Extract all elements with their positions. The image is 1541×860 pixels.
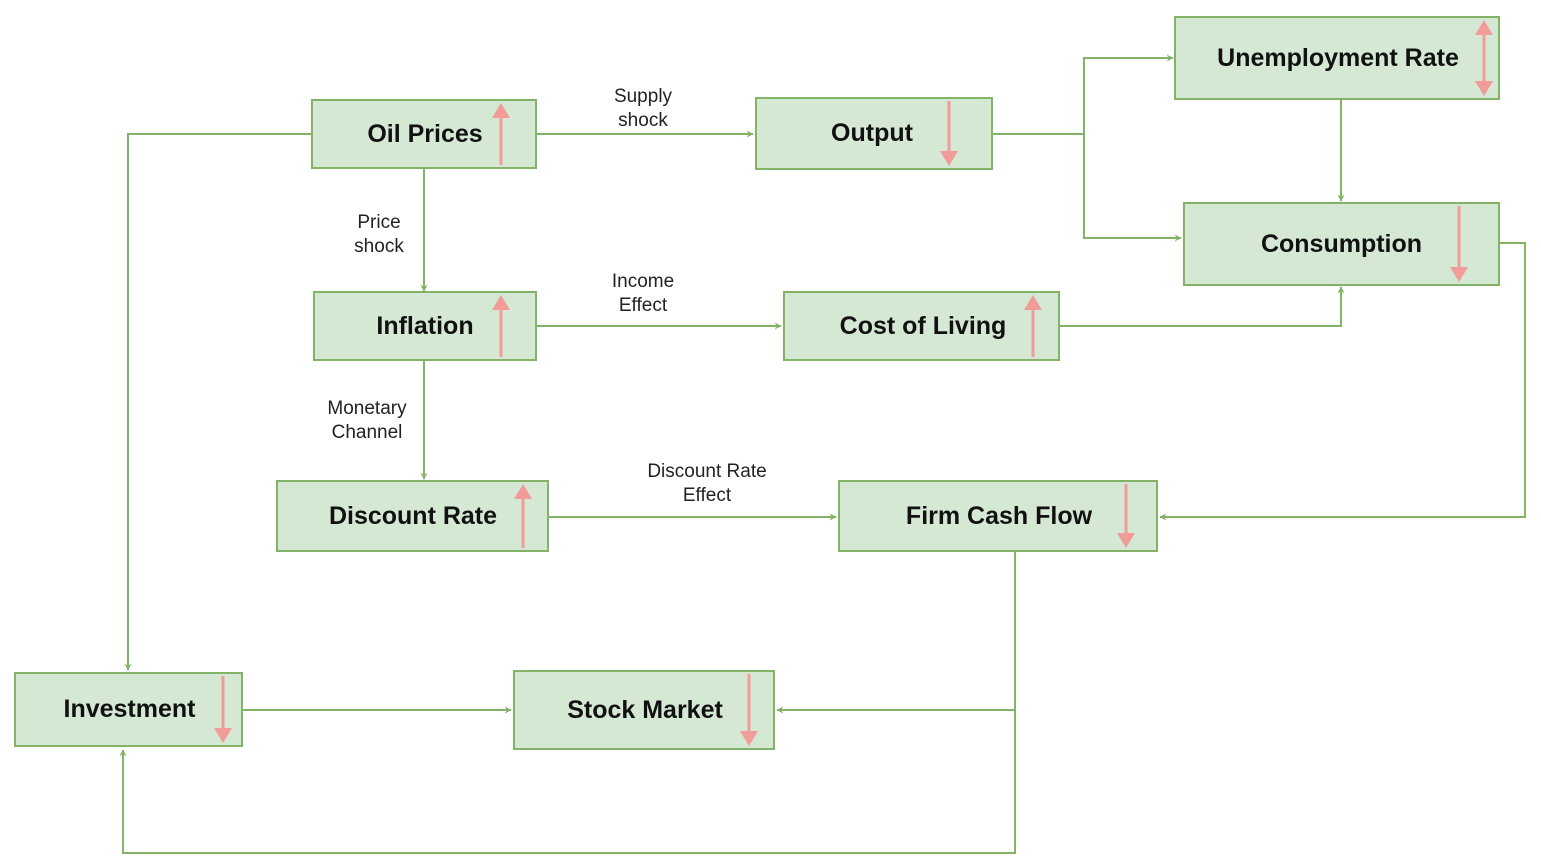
edge-firm-cash-flow-to-stock-market	[776, 552, 1016, 714]
edge-label-income-effect: Income Effect	[612, 270, 674, 318]
node-firm-cash-flow[interactable]: Firm Cash Flow	[838, 480, 1158, 552]
node-label: Discount Rate	[328, 501, 498, 530]
edge-label-price-shock: Price shock	[354, 211, 404, 259]
node-oil-prices[interactable]: Oil Prices	[311, 99, 537, 169]
node-inflation[interactable]: Inflation	[313, 291, 537, 361]
node-investment[interactable]: Investment	[14, 672, 243, 747]
edge-label-line: Discount Rate	[647, 461, 767, 482]
node-label: Firm Cash Flow	[905, 501, 1093, 530]
edge-label-line: Effect	[618, 295, 668, 316]
edge-output-to-unemployment	[993, 54, 1174, 135]
node-label: Output	[831, 119, 913, 147]
edge-label-line: shock	[618, 110, 668, 131]
edge-label-line: Channel	[331, 422, 403, 443]
node-output[interactable]: Output	[755, 97, 993, 170]
edge-label-line: shock	[354, 236, 404, 257]
node-label: Stock Market	[567, 695, 723, 724]
node-consumption[interactable]: Consumption	[1183, 202, 1500, 286]
node-unemployment-rate[interactable]: Unemployment Rate	[1174, 16, 1500, 100]
node-stock-market[interactable]: Stock Market	[513, 670, 775, 750]
trend-up-icon	[1024, 295, 1042, 357]
trend-down-icon	[1450, 206, 1468, 282]
edge-label-line: Effect	[682, 485, 732, 506]
edge-label-discount-rate-effect: Discount Rate Effect	[647, 460, 766, 508]
edge-firm-cash-flow-to-investment	[119, 710, 1016, 854]
node-label: Inflation	[376, 311, 474, 340]
edge-label-line: Income	[611, 271, 675, 292]
trend-down-icon	[740, 674, 758, 746]
edge-label-supply-shock: Supply shock	[614, 85, 672, 133]
edge-label-line: Price	[357, 212, 401, 233]
node-label: Unemployment Rate	[1217, 43, 1459, 72]
edge-label-line: Monetary	[327, 398, 407, 419]
trend-up-icon	[492, 295, 510, 357]
node-label: Investment	[63, 695, 196, 723]
node-cost-of-living[interactable]: Cost of Living	[783, 291, 1060, 361]
edge-oil-to-investment	[124, 133, 311, 671]
edge-cost-of-living-to-consumption	[1060, 286, 1345, 327]
node-label: Consumption	[1260, 229, 1423, 258]
edge-output-to-consumption	[1083, 134, 1182, 242]
trend-both-icon	[1475, 20, 1493, 96]
edge-label-line: Supply	[613, 86, 673, 107]
edge-consumption-to-firm-cash-flow	[1159, 242, 1526, 521]
edge-label-monetary-channel: Monetary Channel	[327, 397, 406, 445]
trend-down-icon	[214, 676, 232, 743]
trend-up-icon	[492, 103, 510, 165]
trend-down-icon	[940, 101, 958, 166]
trend-up-icon	[514, 484, 532, 548]
node-label: Cost of Living	[839, 311, 1007, 340]
node-discount-rate[interactable]: Discount Rate	[276, 480, 549, 552]
node-label: Oil Prices	[367, 119, 483, 148]
trend-down-icon	[1117, 484, 1135, 548]
